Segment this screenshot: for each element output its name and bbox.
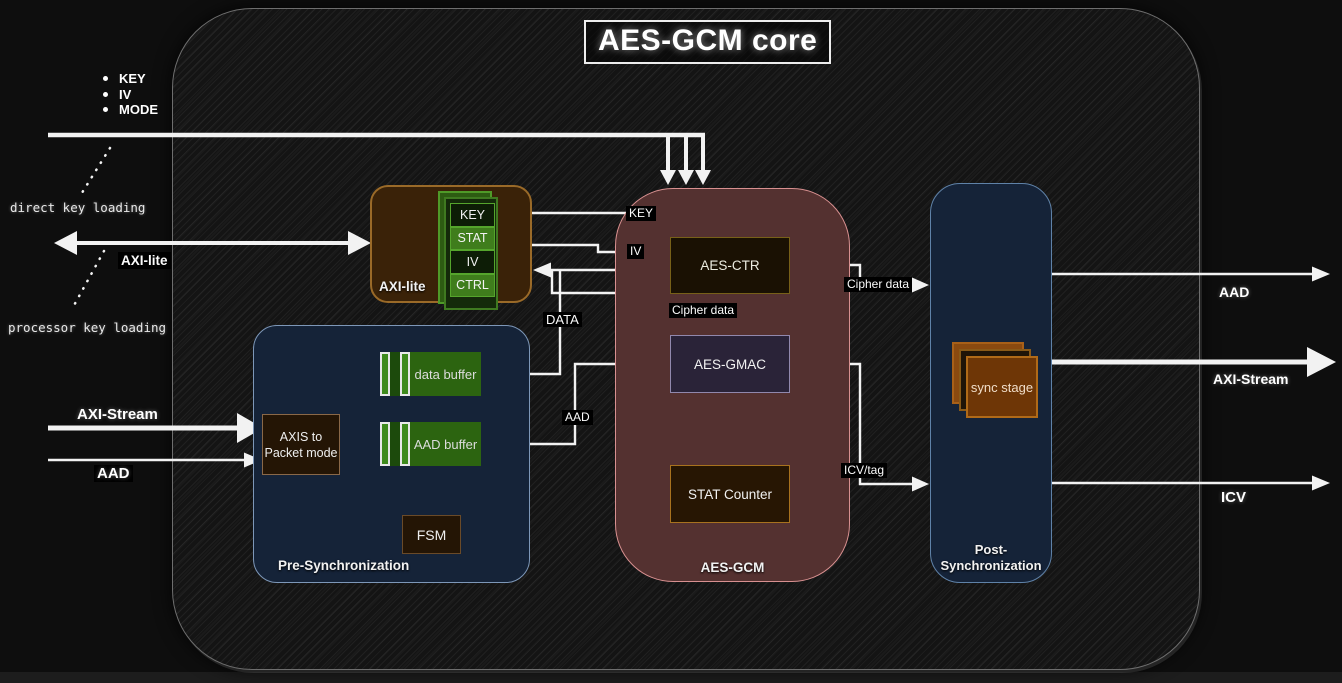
- bullet-mode: MODE: [103, 102, 158, 118]
- sync-stage-block: sync stage: [966, 356, 1038, 418]
- fifo-gap: [390, 352, 400, 396]
- direct-key-loading-note: direct key loading: [10, 200, 146, 215]
- bottom-strip: [0, 672, 1342, 683]
- icv-output-label: ICV: [1221, 489, 1247, 506]
- iv-wire-label: IV: [627, 244, 645, 259]
- fsm-block: FSM: [402, 515, 461, 554]
- bullet-iv: IV: [103, 87, 158, 103]
- cipher-data-internal-label: Cipher data: [669, 303, 738, 318]
- data-buffer-label: data buffer: [410, 352, 481, 396]
- fifo-bar-icon: [400, 422, 410, 466]
- fifo-bar-icon: [380, 352, 390, 396]
- axis-to-packet-block: AXIS to Packet mode: [262, 414, 340, 475]
- aad-input-label: AAD: [94, 465, 133, 482]
- data-wire-label: DATA: [543, 312, 582, 327]
- register-key: KEY: [450, 203, 495, 227]
- axi-stream-input-label: AXI-Stream: [77, 406, 158, 423]
- aad-wire-label: AAD: [562, 410, 593, 425]
- bullet-icon: [103, 76, 108, 82]
- aes-gmac-block: AES-GMAC: [670, 335, 790, 393]
- bullet-icon: [103, 107, 108, 113]
- bullet-icon: [103, 91, 108, 97]
- post-sync-label: Post- Synchronization: [940, 542, 1042, 573]
- aad-output-label: AAD: [1219, 284, 1250, 300]
- aad-buffer-label: AAD buffer: [410, 422, 481, 466]
- key-iv-mode-bullet-list: KEY IV MODE: [103, 71, 158, 118]
- top-bus-drops: [666, 137, 705, 171]
- aad-buffer-block: AAD buffer: [380, 422, 481, 466]
- fifo-gap: [390, 422, 400, 466]
- pre-sync-label: Pre-Synchronization: [278, 558, 410, 573]
- register-iv: IV: [450, 250, 495, 274]
- stat-counter-block: STAT Counter: [670, 465, 790, 523]
- axi-lite-box-label: AXI-lite: [379, 279, 426, 294]
- bullet-key: KEY: [103, 71, 158, 87]
- direct-key-dotted-line: [78, 146, 112, 198]
- data-buffer-block: data buffer: [380, 352, 481, 396]
- processor-key-dotted-line: [70, 249, 106, 311]
- axi-lite-input-label: AXI-lite: [118, 252, 171, 269]
- key-wire-label: KEY: [626, 206, 657, 221]
- processor-key-loading-note: processor key loading: [8, 320, 167, 335]
- register-stack: KEY STAT IV CTRL: [450, 203, 495, 297]
- aes-gcm-label: AES-GCM: [700, 560, 765, 575]
- axi-stream-output-label: AXI-Stream: [1213, 371, 1289, 387]
- fifo-bar-icon: [400, 352, 410, 396]
- aes-ctr-block: AES-CTR: [670, 237, 790, 294]
- page-title: AES-GCM core: [584, 20, 832, 64]
- cipher-data-out-label: Cipher data: [844, 277, 913, 292]
- register-stat: STAT: [450, 226, 495, 250]
- fifo-bar-icon: [380, 422, 390, 466]
- icv-tag-wire-label: ICV/tag: [841, 463, 888, 478]
- register-ctrl: CTRL: [450, 273, 495, 297]
